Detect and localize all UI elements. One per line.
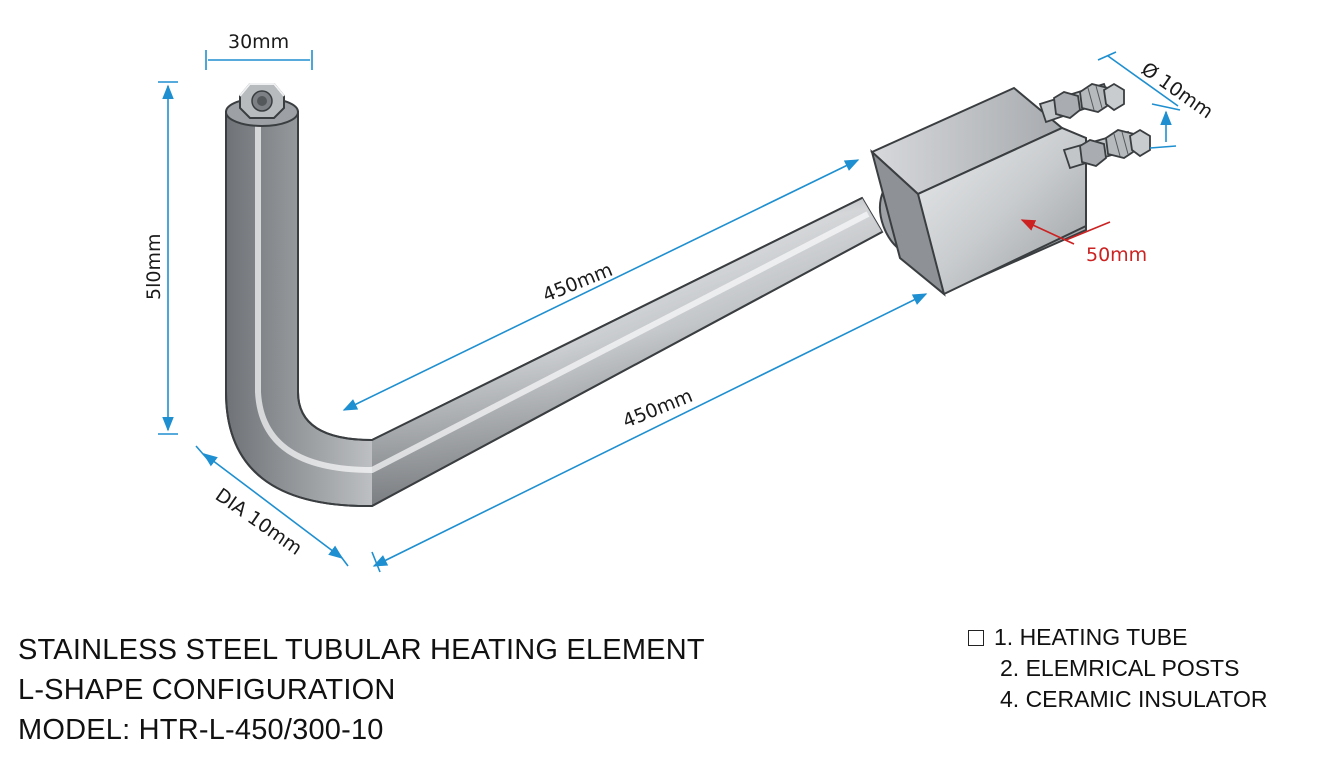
legend-item: 1. HEATING TUBE — [968, 622, 1268, 653]
legend-item: 4. CERAMIC INSULATOR — [968, 684, 1268, 715]
tube-body — [225, 111, 884, 508]
dim-height: 5l0mm — [143, 234, 165, 300]
top-nut-icon — [239, 83, 285, 119]
post-upper — [1038, 82, 1125, 124]
red-dimension — [1020, 219, 1111, 245]
title-block: STAINLESS STEEL TUBULAR HEATING ELEMENT … — [18, 630, 705, 750]
tube-highlight — [255, 120, 870, 474]
electrical-posts — [1038, 82, 1151, 170]
dimension-lines — [158, 50, 1181, 573]
dim-top-width: 30mm — [228, 31, 289, 53]
title-line-3: MODEL: HTR-L-450/300-10 — [18, 714, 384, 746]
terminal-box — [870, 86, 1087, 297]
checkbox-icon — [968, 629, 984, 646]
title-line-1: STAINLESS STEEL TUBULAR HEATING ELEMENT — [18, 634, 705, 666]
dim-post-dia: Ø 10mm — [1137, 58, 1217, 123]
dim-upper-length: 450mm — [540, 259, 616, 307]
dim-box-depth: 50mm — [1086, 244, 1147, 266]
post-lower — [1062, 128, 1151, 170]
legend-item-label: 4. CERAMIC INSULATOR — [1000, 686, 1268, 712]
legend-item-label: 2. ELEMRICAL POSTS — [1000, 655, 1240, 681]
title-line-2: L-SHAPE CONFIGURATION — [18, 674, 396, 706]
legend-item: 2. ELEMRICAL POSTS — [968, 653, 1268, 684]
legend-item-label: 1. HEATING TUBE — [994, 624, 1188, 650]
parts-legend: 1. HEATING TUBE 2. ELEMRICAL POSTS 4. CE… — [968, 622, 1268, 715]
